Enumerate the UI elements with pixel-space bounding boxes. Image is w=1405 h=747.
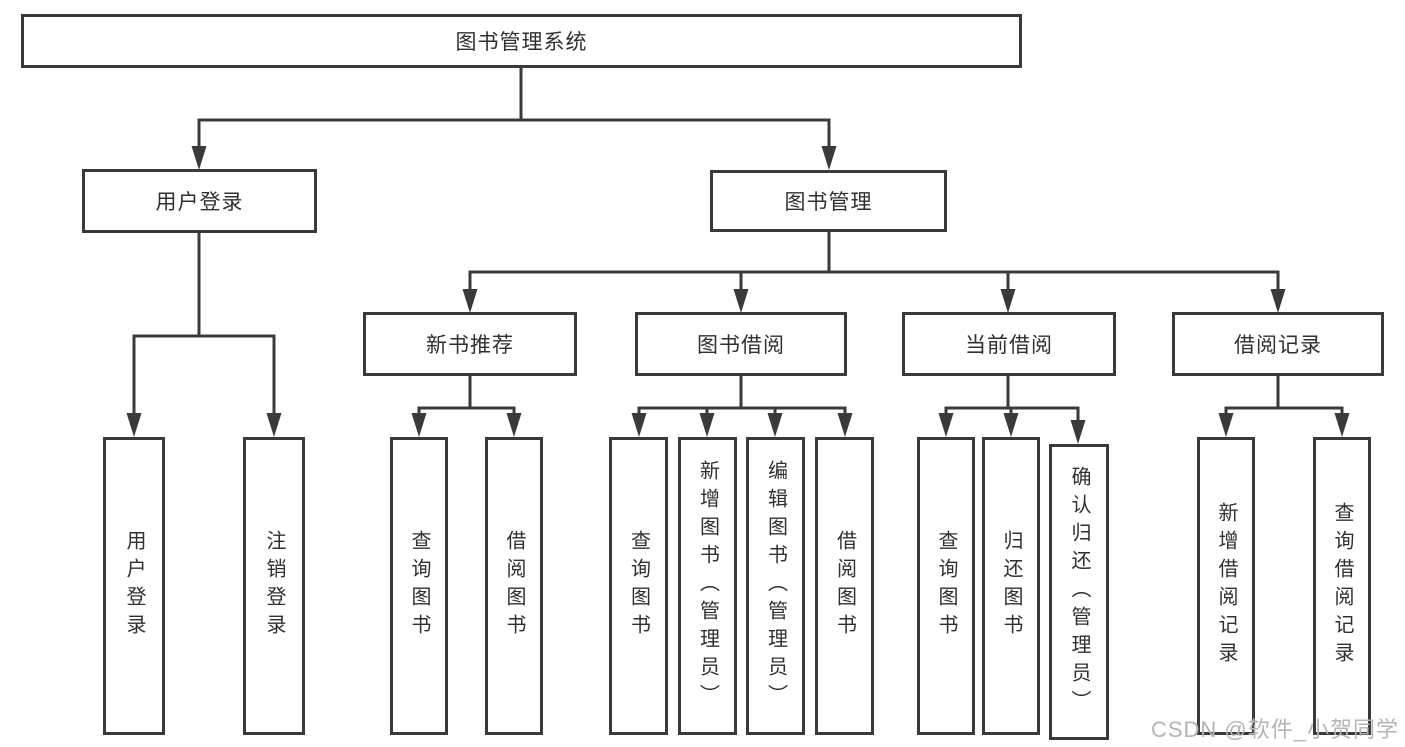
arrowhead	[1070, 420, 1086, 444]
node-label: 借阅记录	[1234, 334, 1322, 357]
arrowhead	[1270, 289, 1286, 313]
arrowhead	[767, 413, 783, 437]
leaf-borrow-add-books-admin: 新增图书（管理员）	[678, 437, 737, 735]
arrowhead	[191, 146, 207, 170]
leaf-borrow-borrow-books: 借阅图书	[815, 437, 874, 735]
arrowhead	[1334, 413, 1350, 437]
leaf-current-return-books: 归还图书	[982, 437, 1040, 735]
node-label: 用户登录	[155, 191, 244, 214]
arrowhead	[837, 413, 853, 437]
arrowhead	[506, 413, 522, 437]
arrowhead	[462, 289, 478, 313]
leaf-label: 新增图书（管理员）	[696, 460, 719, 712]
arrowhead	[733, 289, 749, 313]
leaf-current-query-books: 查询图书	[917, 437, 975, 735]
node-user-login: 用户登录	[82, 169, 317, 233]
leaf-current-confirm-return-admin: 确认归还（管理员）	[1049, 444, 1109, 740]
leaf-label: 查询借阅记录	[1331, 502, 1353, 670]
leaf-label: 借阅图书	[833, 530, 856, 642]
arrowhead	[126, 413, 142, 437]
arrowheads	[126, 146, 1350, 444]
leaf-logout: 注销登录	[243, 437, 305, 735]
leaf-recommend-query-books: 查询图书	[390, 437, 448, 735]
arrowhead	[1000, 289, 1016, 313]
node-label: 图书借阅	[697, 334, 785, 357]
arrowhead	[821, 146, 837, 170]
arrowhead	[266, 413, 282, 437]
arrowhead	[631, 413, 647, 437]
node-borrow-records: 借阅记录	[1172, 312, 1384, 376]
arrowhead	[1003, 413, 1019, 437]
leaf-records-add-record: 新增借阅记录	[1197, 437, 1255, 735]
leaf-recommend-borrow-books: 借阅图书	[485, 437, 543, 735]
leaf-borrow-query-books: 查询图书	[609, 437, 668, 735]
leaf-label: 查询图书	[627, 530, 650, 642]
leaf-user-login: 用户登录	[103, 437, 165, 735]
leaf-label: 编辑图书（管理员）	[764, 460, 787, 712]
leaf-label: 用户登录	[123, 530, 145, 642]
leaf-label: 注销登录	[263, 530, 285, 642]
arrowhead	[1218, 413, 1234, 437]
leaf-label: 归还图书	[1000, 530, 1022, 642]
watermark-text: CSDN @软件_小贺同学	[1150, 717, 1399, 742]
node-label: 图书管理系统	[455, 31, 588, 54]
arrowhead	[938, 413, 954, 437]
leaf-label: 查询图书	[408, 530, 430, 642]
node-label: 图书管理	[784, 191, 873, 214]
arrowhead	[411, 413, 427, 437]
node-label: 当前借阅	[965, 334, 1053, 357]
leaf-label: 查询图书	[935, 530, 957, 642]
node-book-management: 图书管理	[710, 170, 947, 232]
leaf-borrow-edit-books-admin: 编辑图书（管理员）	[746, 437, 805, 735]
node-library-management-system: 图书管理系统	[21, 14, 1022, 68]
node-new-book-recommend: 新书推荐	[363, 312, 577, 376]
node-label: 新书推荐	[426, 334, 514, 357]
node-current-borrow: 当前借阅	[902, 312, 1116, 376]
leaf-label: 新增借阅记录	[1215, 502, 1237, 670]
leaf-label: 确认归还（管理员）	[1068, 466, 1090, 718]
arrowhead	[699, 413, 715, 437]
leaf-records-query-record: 查询借阅记录	[1313, 437, 1371, 735]
leaf-label: 借阅图书	[503, 530, 525, 642]
node-book-borrow: 图书借阅	[635, 312, 847, 376]
